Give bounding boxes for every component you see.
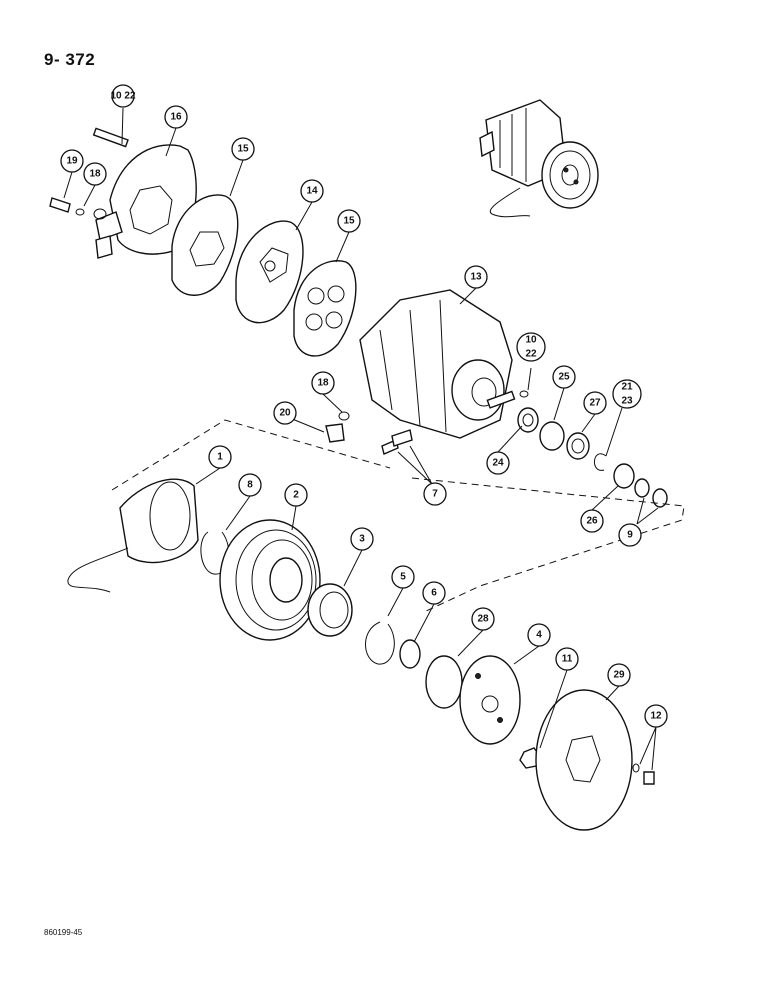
- valve-plate: [235, 220, 304, 324]
- callout-12: 12: [644, 704, 668, 728]
- callout-6-label: 6: [431, 588, 437, 599]
- callout-9-label: 9: [627, 530, 633, 541]
- callout-3-label: 3: [359, 534, 365, 545]
- callout-21-23: 21 23: [612, 379, 642, 409]
- callout-13: 13: [464, 265, 488, 289]
- callout-4-label: 4: [536, 630, 542, 641]
- callout-18-lower: 18: [311, 371, 335, 395]
- callout-6: 6: [422, 581, 446, 605]
- callout-13-label: 13: [470, 272, 482, 283]
- cover-screw: [632, 763, 655, 785]
- callout-10-22: 10 22: [516, 332, 546, 362]
- callout-18-upper-label: 18: [89, 169, 101, 180]
- assembled-compressor-inset: [479, 99, 599, 218]
- callout-17-label: 10 22: [110, 91, 135, 102]
- callout-4: 4: [527, 623, 551, 647]
- callout-25-label: 25: [558, 372, 570, 383]
- callout-8-label: 8: [247, 480, 253, 491]
- clutch-hub: [459, 655, 521, 745]
- callout-20: 20: [273, 401, 297, 425]
- rear-head-assembly: [49, 127, 197, 259]
- callout-1: 1: [208, 445, 232, 469]
- callout-19-label: 19: [66, 156, 78, 167]
- callout-15-lower-label: 15: [343, 216, 355, 227]
- callout-27: 27: [583, 391, 607, 415]
- callout-3: 3: [350, 527, 374, 551]
- callout-25: 25: [552, 365, 576, 389]
- callout-14: 14: [300, 179, 324, 203]
- callout-15-upper-label: 15: [237, 144, 249, 155]
- callout-27-label: 27: [589, 398, 601, 409]
- callout-28-label: 28: [477, 614, 489, 625]
- group-dashed-line: [111, 419, 685, 613]
- gasket-upper: [171, 194, 239, 296]
- callout-19: 19: [60, 149, 84, 173]
- callout-8: 8: [238, 473, 262, 497]
- gasket-lower: [293, 260, 357, 357]
- callout-12-label: 12: [650, 711, 662, 722]
- callout-20-label: 20: [279, 408, 291, 419]
- callout-9: 9: [618, 523, 642, 547]
- callout-5-label: 5: [400, 572, 406, 583]
- page-number: 9- 372: [44, 50, 96, 69]
- callout-1-label: 1: [217, 452, 223, 463]
- callout-16-label: 16: [170, 112, 182, 123]
- callout-23-label: 23: [621, 396, 633, 407]
- figure-code: 860199-45: [44, 928, 83, 937]
- compressor-body: [359, 289, 516, 439]
- callout-18-upper: 18: [83, 162, 107, 186]
- callout-bubbles: 10 22 16 19 18 15 14 15 13 10 22 18 20 7…: [60, 84, 668, 728]
- snap-ring-6: [399, 639, 421, 669]
- callout-26-label: 26: [586, 516, 598, 527]
- callout-28: 28: [471, 607, 495, 631]
- field-coil: [67, 478, 199, 593]
- shim: [425, 655, 463, 709]
- callout-21-label: 21: [621, 382, 633, 393]
- pulley-bearing: [307, 583, 353, 637]
- callout-5: 5: [391, 565, 415, 589]
- callout-24-label: 24: [492, 458, 504, 469]
- parts-artwork: [49, 99, 685, 831]
- callout-11-label: 11: [562, 654, 573, 665]
- callout-7-label: 7: [432, 489, 438, 500]
- callout-11: 11: [555, 647, 579, 671]
- callout-15-lower: 15: [337, 209, 361, 233]
- callout-14-label: 14: [306, 186, 318, 197]
- shaft-seal-parts: [517, 390, 668, 508]
- pulley: [219, 519, 321, 641]
- callout-2: 2: [284, 483, 308, 507]
- callout-17: 10 22: [110, 84, 136, 108]
- snap-ring-5: [365, 621, 395, 665]
- callout-2-label: 2: [293, 490, 299, 501]
- callout-7: 7: [423, 482, 447, 506]
- callout-29: 29: [607, 663, 631, 687]
- callout-10-label: 10: [525, 335, 537, 346]
- callout-16: 16: [164, 105, 188, 129]
- clutch-cover: [535, 689, 633, 831]
- body-fittings: [325, 411, 413, 455]
- callout-24: 24: [486, 451, 510, 475]
- callout-29-label: 29: [613, 670, 625, 681]
- callout-26: 26: [580, 509, 604, 533]
- callout-22-label: 22: [525, 349, 537, 360]
- callout-18-lower-label: 18: [317, 378, 329, 389]
- leader-lines: [63, 107, 659, 771]
- callout-15-upper: 15: [231, 137, 255, 161]
